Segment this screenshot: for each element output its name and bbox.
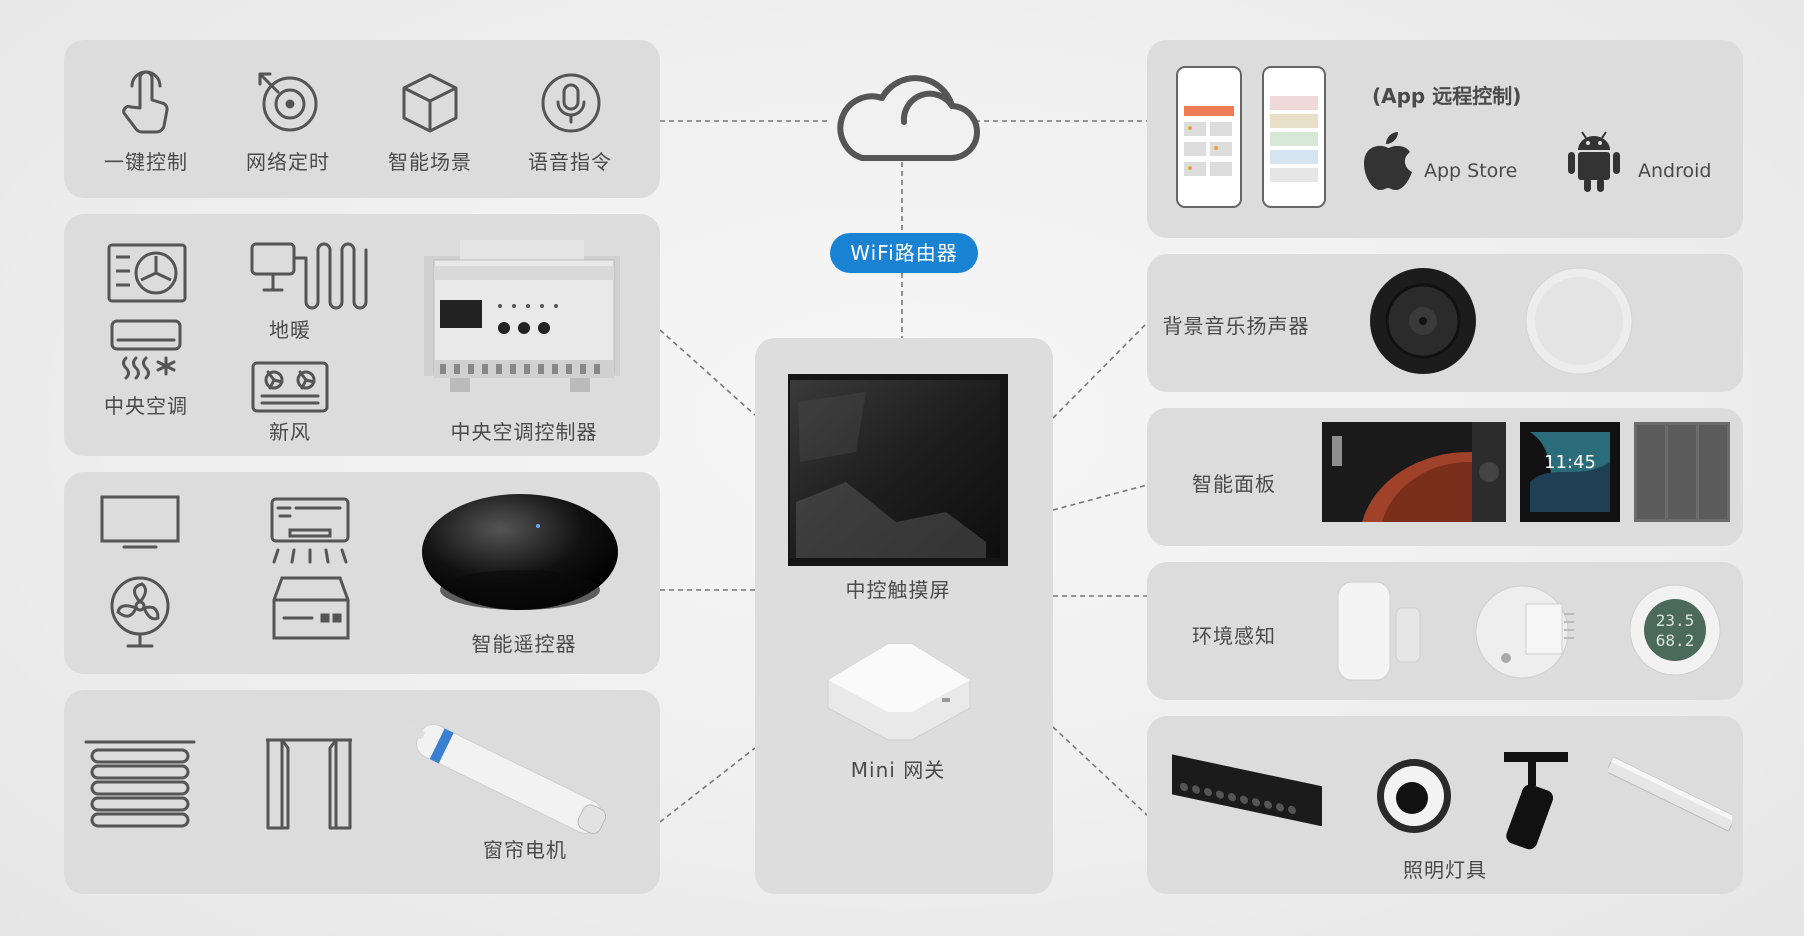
air-conditioner-icon [110, 319, 182, 380]
app-store-label: App Store [1424, 160, 1518, 182]
black-speaker-image [1370, 268, 1476, 374]
track-spotlight-image [1504, 752, 1568, 850]
timer-icon [258, 72, 318, 132]
background-music-label: 背景音乐扬声器 [1162, 314, 1310, 338]
switch-panel-image [1634, 422, 1730, 522]
voice-command-label: 语音指令 [528, 150, 612, 174]
microphone-icon [541, 73, 601, 133]
clock-panel-image: 11:45 [1520, 422, 1620, 522]
touch-screen-label: 中控触摸屏 [845, 578, 951, 602]
smart-scene-label: 智能场景 [388, 150, 472, 174]
control-modes-card [64, 40, 660, 198]
mars-panel-image [1322, 422, 1506, 522]
phone-app-screenshot-1 [1176, 66, 1242, 208]
android-label: Android [1638, 160, 1712, 182]
network-timer-label: 网络定时 [246, 150, 330, 174]
touch-screen-device-image [788, 374, 1008, 566]
tv-icon [100, 495, 180, 549]
central-ac-label: 中央空调 [104, 394, 188, 418]
floor-heating-label: 地暖 [269, 318, 311, 342]
blinds-icon [84, 740, 196, 828]
environment-sensing-label: 环境感知 [1192, 624, 1276, 648]
phone-app-screenshot-2 [1262, 66, 1326, 208]
curtain-motor-device-image [405, 723, 607, 834]
smart-remote-device-image [422, 494, 618, 610]
fresh-air-icon [251, 361, 329, 413]
smart-panel-label: 智能面板 [1192, 472, 1276, 496]
fan-icon [110, 576, 170, 648]
smart-remote-label: 智能遥控器 [471, 632, 577, 656]
floor-heating-icon [250, 242, 368, 310]
set-top-box-icon [272, 576, 350, 640]
motion-sensor-image [1475, 585, 1574, 679]
wifi-router-badge: WiFi路由器 [830, 233, 978, 273]
panel-clock-text: 11:45 [1544, 452, 1596, 473]
thermo-hygrometer-image: 23.5 68.2 [1629, 584, 1721, 676]
downlight-image [1377, 759, 1451, 833]
touch-hand-icon [122, 70, 169, 134]
door-sensor-image [1337, 581, 1421, 681]
linear-light-bar-image [1608, 756, 1732, 832]
env-readout-top: 23.5 [1656, 611, 1695, 630]
fresh-air-label: 新风 [269, 420, 311, 444]
android-icon [1568, 131, 1620, 192]
ac-controller-device-image [424, 240, 620, 392]
central-ac-unit-icon [107, 243, 187, 303]
app-remote-control-title: (App 远程控制) [1372, 84, 1522, 108]
one-key-control-label: 一键控制 [104, 150, 188, 174]
app-card [1147, 40, 1743, 238]
env-readout-bottom: 68.2 [1656, 631, 1695, 650]
ac-controller-label: 中央空调控制器 [450, 420, 598, 444]
ac-unit-icon [270, 497, 350, 564]
linear-spotlight-image [1172, 754, 1322, 826]
lighting-label: 照明灯具 [1403, 858, 1487, 882]
scene-cube-icon [402, 73, 458, 133]
curtain-motor-label: 窗帘电机 [483, 838, 567, 862]
mini-gateway-label: Mini 网关 [850, 758, 946, 782]
curtain-icon [266, 738, 352, 830]
cloud-icon [837, 75, 980, 162]
mini-gateway-device-image [827, 643, 971, 741]
white-speaker-image [1525, 267, 1633, 375]
apple-icon [1364, 132, 1412, 190]
